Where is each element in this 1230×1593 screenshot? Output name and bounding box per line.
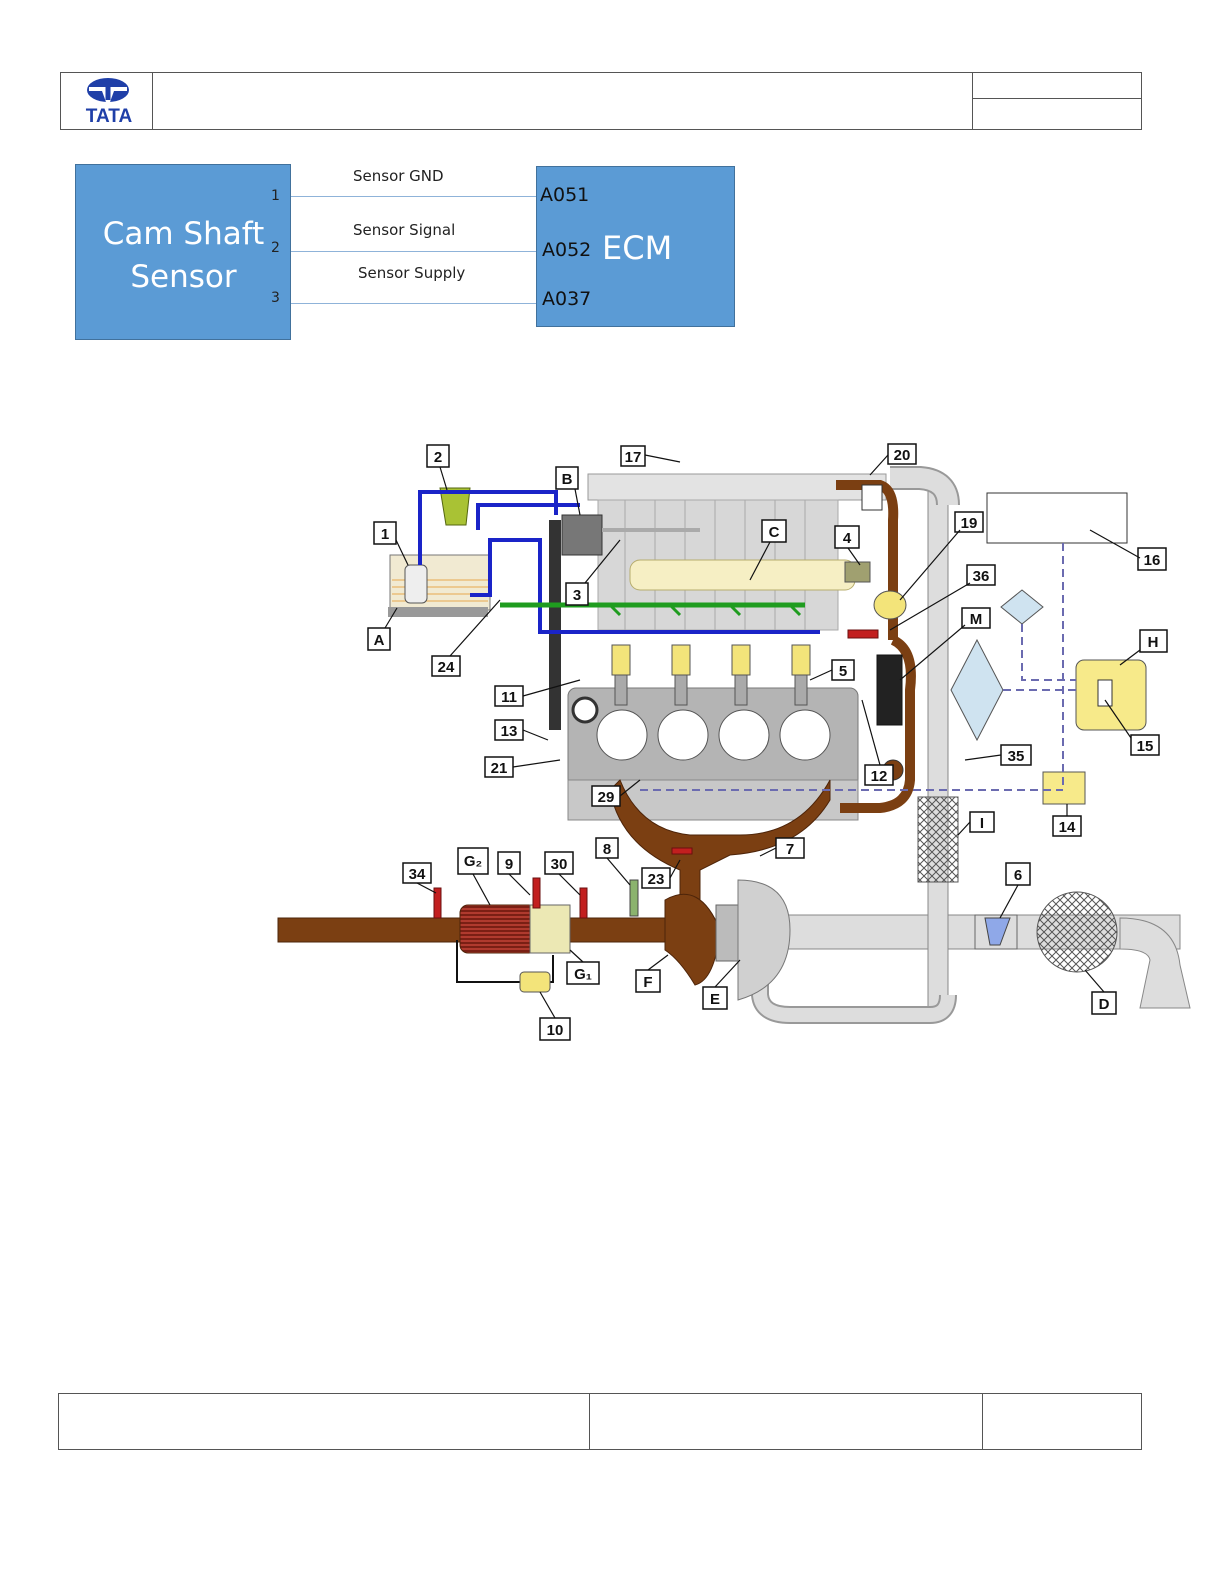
callout-11: 11: [501, 689, 517, 706]
callout-G1: G₁: [574, 966, 592, 983]
header-logo-cell: [60, 72, 153, 130]
wire-supply: [291, 303, 536, 304]
callout-24: 24: [438, 659, 455, 676]
callout-15: 15: [1137, 738, 1154, 755]
callout-D: D: [1099, 996, 1110, 1013]
callout-H: H: [1148, 634, 1159, 651]
tata-logo: TATA: [78, 76, 138, 127]
footer-frame: [58, 1393, 1142, 1450]
wire-label-gnd: Sensor GND: [353, 167, 444, 185]
ecm-pin-a051: A051: [540, 184, 590, 206]
callout-5: 5: [839, 663, 847, 680]
sensor-pin-2: 2: [271, 240, 280, 256]
callout-A: A: [374, 632, 385, 649]
callout-10: 10: [547, 1022, 564, 1039]
wire-label-signal: Sensor Signal: [353, 221, 456, 239]
callout-35: 35: [1008, 748, 1025, 765]
callout-G2: G₂: [464, 853, 482, 870]
callout-14: 14: [1059, 819, 1076, 836]
callout-3: 3: [573, 587, 581, 604]
header-right-row-divider: [972, 98, 1142, 99]
cam-shaft-sensor-title: Cam Shaft Sensor: [102, 216, 265, 295]
callout-21: 21: [491, 760, 508, 777]
logo-text: TATA: [85, 106, 133, 127]
ecm-pin-a037: A037: [542, 288, 592, 310]
callout-E: E: [710, 991, 720, 1008]
engine-schematic: 2 1 A B 3 17 20 C 4 19 36 M H 16 24 11 1…: [270, 430, 1200, 1050]
sensor-pin-1: 1: [271, 188, 280, 204]
callout-17: 17: [625, 449, 642, 466]
callout-36: 36: [973, 568, 990, 585]
callout-2: 2: [434, 449, 442, 466]
callout-20: 20: [894, 447, 911, 464]
wire-label-supply: Sensor Supply: [358, 264, 466, 282]
cam-shaft-sensor-block: Cam Shaft Sensor: [75, 164, 291, 340]
wire-signal: [291, 251, 536, 252]
callout-34: 34: [409, 866, 426, 883]
callout-7: 7: [786, 841, 794, 858]
callout-16: 16: [1144, 552, 1161, 569]
header-frame: [60, 72, 1142, 130]
ecm-title: ECM: [602, 229, 673, 267]
sensor-pin-3: 3: [271, 290, 280, 306]
ecm-block: ECM: [536, 166, 735, 327]
callout-30: 30: [551, 856, 568, 873]
ecm-pin-a052: A052: [542, 239, 592, 261]
footer-divider-1: [589, 1393, 590, 1450]
callout-M: M: [970, 611, 983, 628]
callout-29: 29: [598, 789, 615, 806]
callout-F: F: [643, 974, 652, 991]
header-right-divider: [972, 72, 973, 130]
callout-8: 8: [603, 841, 611, 858]
callout-1: 1: [381, 526, 389, 543]
callout-C: C: [769, 524, 780, 541]
callout-12: 12: [871, 768, 888, 785]
callout-23: 23: [648, 871, 665, 888]
wire-gnd: [291, 196, 536, 197]
callout-13: 13: [501, 723, 518, 740]
callout-B: B: [562, 471, 573, 488]
footer-divider-2: [982, 1393, 983, 1450]
callout-4: 4: [843, 530, 852, 547]
callout-I: I: [980, 815, 984, 832]
callout-19: 19: [961, 515, 978, 532]
callout-9: 9: [505, 856, 513, 873]
callout-6: 6: [1014, 867, 1022, 884]
